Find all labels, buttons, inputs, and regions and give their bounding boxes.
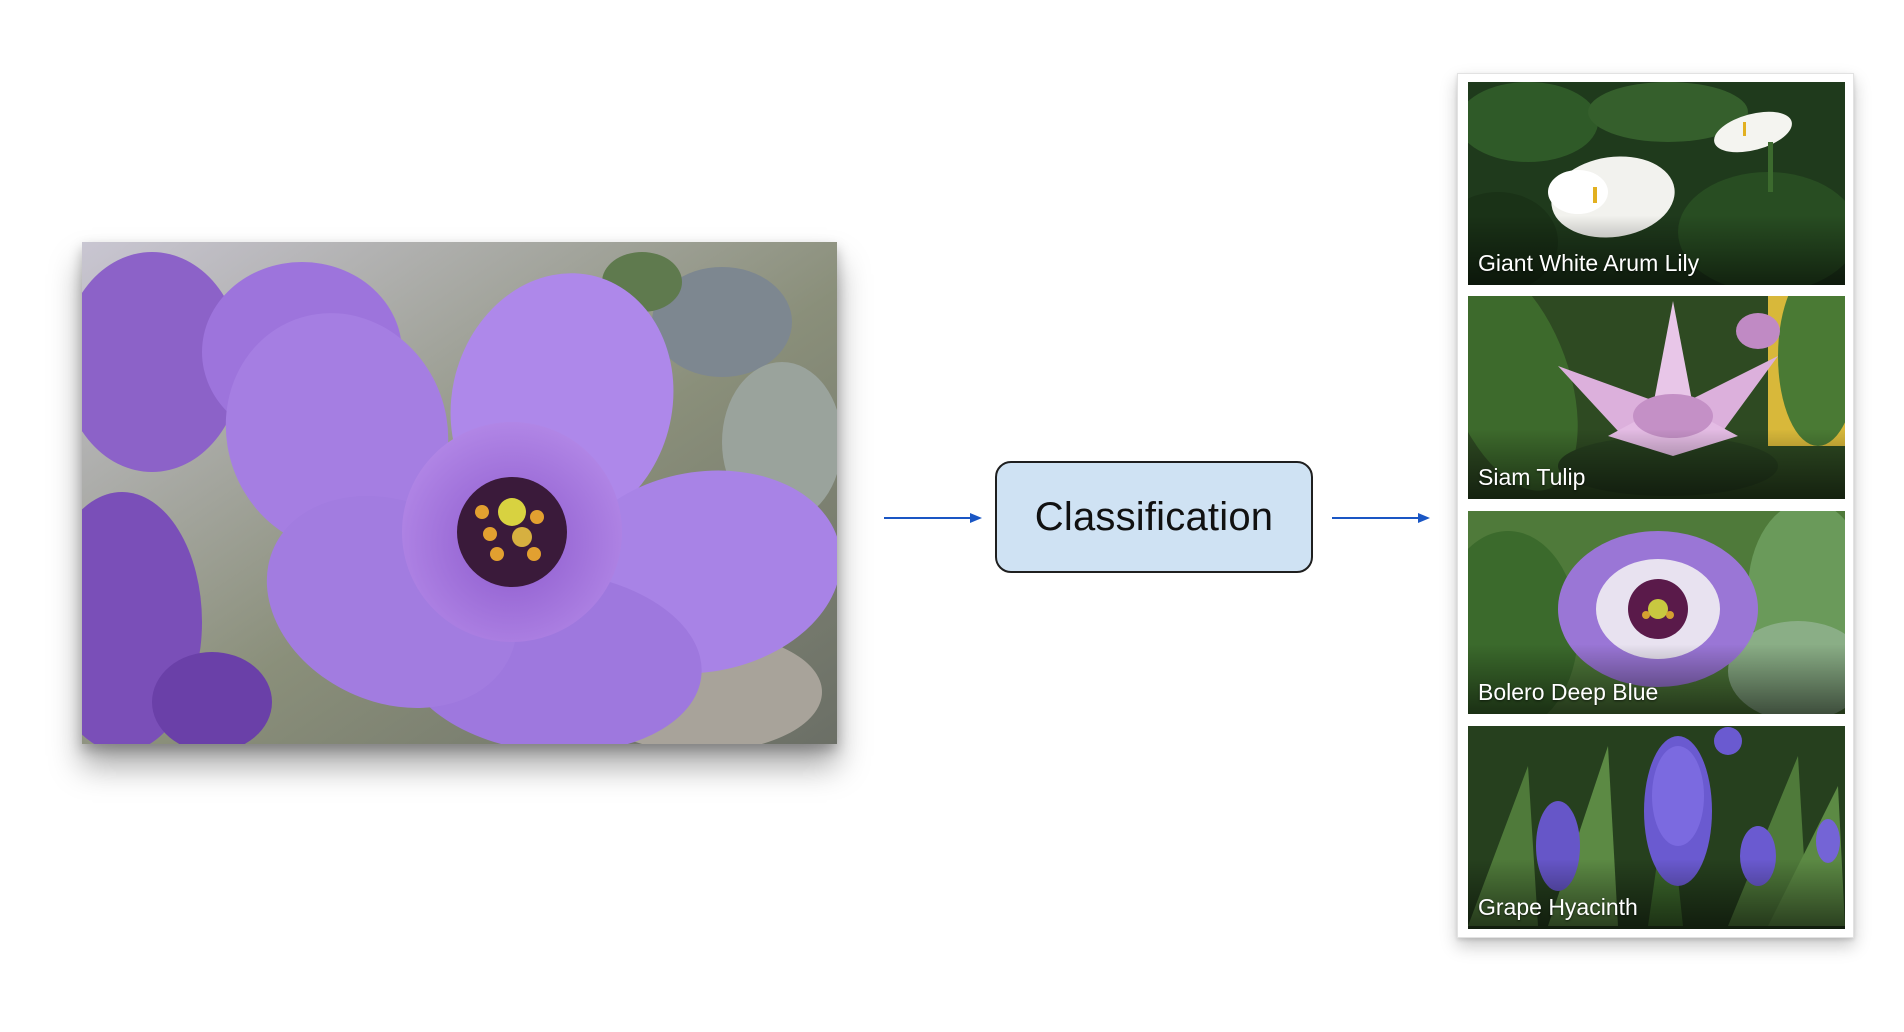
arrow-to-classifier (884, 512, 982, 524)
classification-label: Classification (1034, 494, 1274, 539)
classification-box: Classification (995, 461, 1313, 573)
result-label: Grape Hyacinth (1478, 894, 1638, 920)
input-flower-image (82, 242, 837, 744)
results-panel: Giant White Arum Lily Siam Tulip (1457, 73, 1854, 938)
result-card: Giant White Arum Lily (1468, 82, 1845, 285)
result-card: Grape Hyacinth (1468, 726, 1845, 929)
result-card: Bolero Deep Blue (1468, 511, 1845, 714)
arrow-to-results (1332, 512, 1430, 524)
result-label: Siam Tulip (1478, 464, 1586, 490)
result-label: Giant White Arum Lily (1478, 250, 1700, 276)
result-label: Bolero Deep Blue (1478, 679, 1659, 705)
result-card: Siam Tulip (1468, 296, 1845, 499)
